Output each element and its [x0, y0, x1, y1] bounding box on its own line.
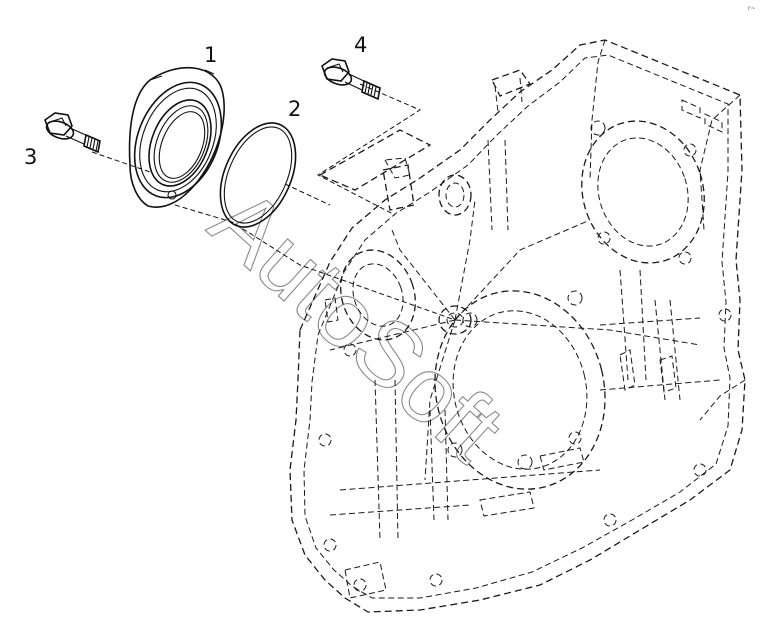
- o-ring-icon: [219, 122, 297, 228]
- assembly-leader-lines: [91, 83, 456, 321]
- callout-4: 4: [354, 33, 367, 57]
- seal-cover-icon: [128, 66, 225, 208]
- flange-bolt-icon: [44, 112, 101, 154]
- corner-mark: r~: [748, 5, 756, 12]
- timing-housing-icon: [289, 39, 746, 613]
- callout-2: 2: [288, 97, 301, 121]
- callout-3: 3: [24, 145, 37, 169]
- callout-1: 1: [204, 43, 217, 67]
- flange-bolt-icon: [321, 58, 381, 101]
